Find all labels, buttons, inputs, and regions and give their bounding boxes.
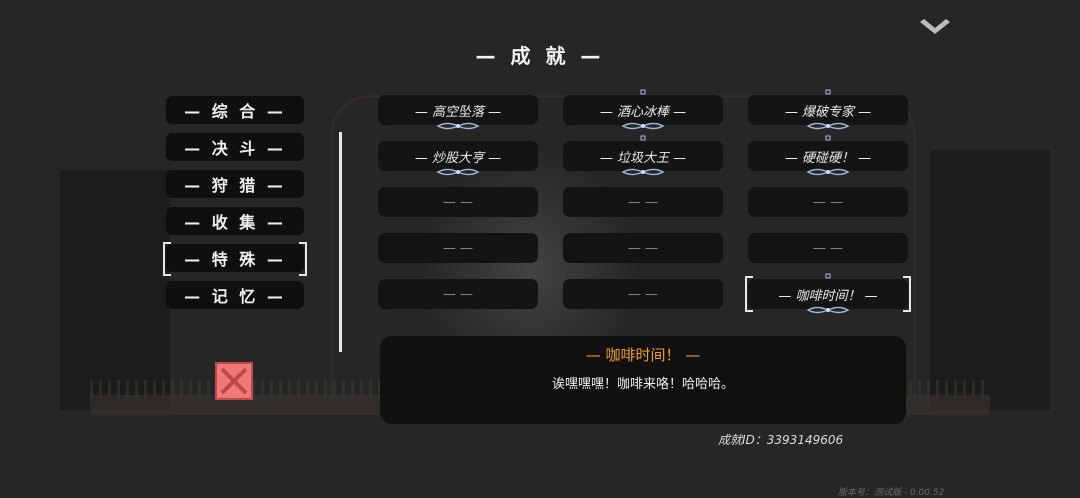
- achievement-label: — 爆破专家 —: [784, 104, 872, 120]
- close-x-icon: [220, 367, 248, 395]
- achievement-item[interactable]: — —: [378, 187, 538, 217]
- achievement-label: — —: [627, 194, 659, 210]
- ornament-dot-icon: [825, 89, 831, 95]
- category-label: — 狩 猎 —: [184, 176, 286, 195]
- achievement-label: — —: [442, 240, 474, 256]
- achievement-id: 成就ID：3393149606: [718, 433, 844, 447]
- achievement-detail-panel: — 咖啡时间！ — 诶嘿嘿嘿！咖啡来咯！哈哈哈。: [380, 336, 906, 424]
- chevron-down-icon: [920, 19, 950, 34]
- collapse-button[interactable]: [918, 18, 952, 40]
- achievement-item[interactable]: — 炒股大亨 —: [378, 141, 538, 176]
- category-tab[interactable]: — 收 集 —: [166, 207, 304, 235]
- divider: [339, 132, 342, 352]
- ornament-dot-icon: [825, 273, 831, 279]
- detail-description: 诶嘿嘿嘿！咖啡来咯！哈哈哈。: [551, 377, 734, 392]
- achievement-item[interactable]: — 硬碰硬！ —: [748, 135, 908, 176]
- category-label: — 记 忆 —: [184, 287, 286, 306]
- ornament-icon: [436, 168, 480, 176]
- category-tab[interactable]: — 决 斗 —: [166, 133, 304, 161]
- category-tab[interactable]: — 综 合 —: [166, 96, 304, 124]
- ornament-icon: [806, 168, 850, 176]
- category-tab[interactable]: — 特 殊 —: [163, 242, 307, 276]
- category-label: — 收 集 —: [184, 213, 286, 232]
- category-label: — 综 合 —: [184, 102, 286, 121]
- achievement-item[interactable]: — —: [748, 233, 908, 263]
- achievement-item[interactable]: — —: [563, 233, 723, 263]
- achievement-label: — 垃圾大王 —: [599, 150, 687, 166]
- achievement-item[interactable]: — —: [563, 187, 723, 217]
- achievement-item[interactable]: — —: [563, 279, 723, 309]
- achievement-label: — 咖啡时间！ —: [778, 288, 878, 304]
- ornament-dot-icon: [640, 89, 646, 95]
- achievement-label: — 硬碰硬！ —: [784, 150, 872, 166]
- achievement-label: — —: [442, 286, 474, 302]
- achievement-item[interactable]: — 咖啡时间！ —: [745, 273, 911, 314]
- category-tab[interactable]: — 记 忆 —: [166, 281, 304, 309]
- achievement-item[interactable]: — 爆破专家 —: [748, 89, 908, 130]
- achievement-item[interactable]: — —: [748, 187, 908, 217]
- close-button[interactable]: [215, 362, 253, 400]
- ornament-dot-icon: [825, 135, 831, 141]
- achievement-label: — —: [442, 194, 474, 210]
- achievement-item[interactable]: — —: [378, 233, 538, 263]
- category-tab[interactable]: — 狩 猎 —: [166, 170, 304, 198]
- ornament-icon: [621, 168, 665, 176]
- achievement-item[interactable]: — 酒心冰棒 —: [563, 89, 723, 130]
- category-label: — 决 斗 —: [184, 139, 286, 158]
- ornament-icon: [806, 122, 850, 130]
- ornament-dot-icon: [640, 135, 646, 141]
- ornament-icon: [806, 306, 850, 314]
- page-title: — 成 就 —: [475, 44, 605, 68]
- category-label: — 特 殊 —: [184, 250, 286, 269]
- achievement-item[interactable]: — 垃圾大王 —: [563, 135, 723, 176]
- achievement-label: — 高空坠落 —: [414, 104, 502, 120]
- achievement-label: — —: [812, 240, 844, 256]
- version-label: 版本号：测试版 - 0.00.52: [838, 488, 945, 498]
- achievement-label: — 酒心冰棒 —: [599, 104, 687, 120]
- ornament-icon: [436, 122, 480, 130]
- achievement-label: — —: [812, 194, 844, 210]
- achievement-item[interactable]: — 高空坠落 —: [378, 95, 538, 130]
- achievement-item[interactable]: — —: [378, 279, 538, 309]
- achievement-label: — —: [627, 286, 659, 302]
- detail-title: — 咖啡时间！ —: [585, 346, 701, 364]
- achievement-label: — 炒股大亨 —: [414, 150, 502, 166]
- ornament-icon: [621, 122, 665, 130]
- achievement-label: — —: [627, 240, 659, 256]
